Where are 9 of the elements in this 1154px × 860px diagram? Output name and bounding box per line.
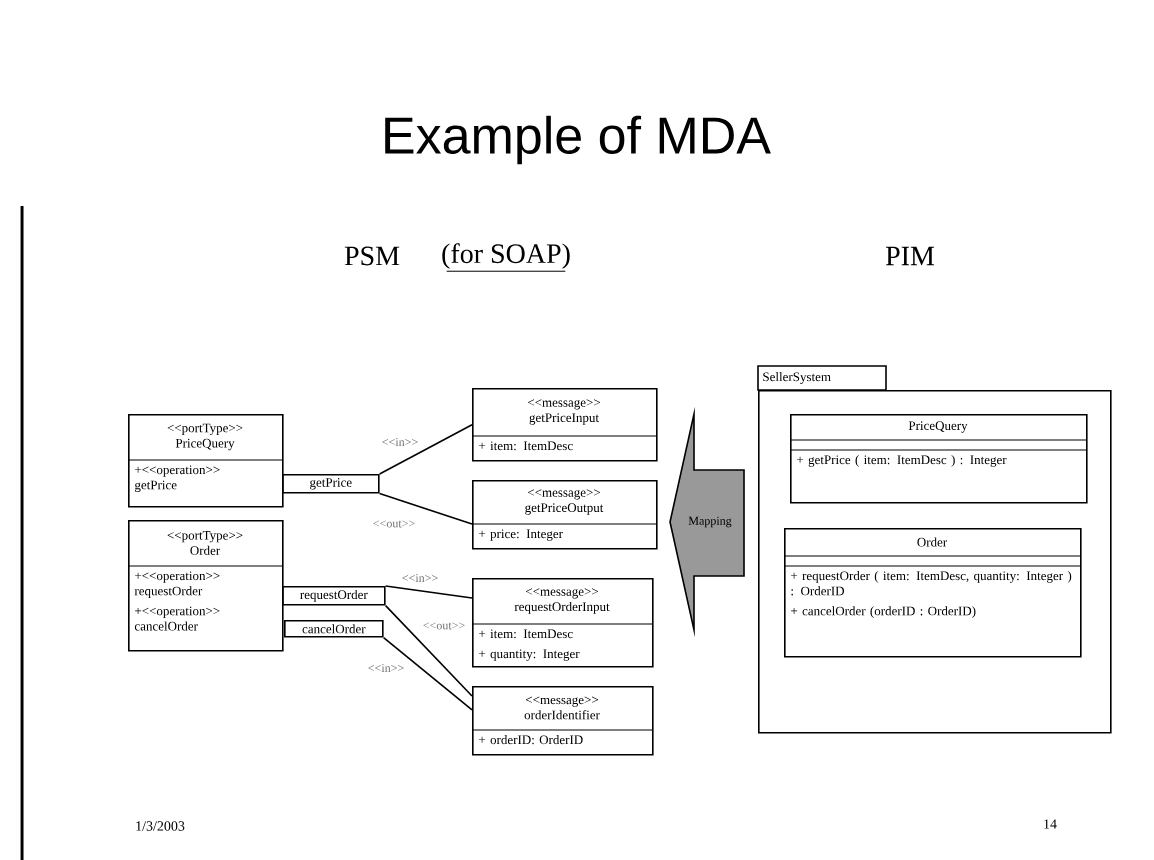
connector-line	[382, 636, 473, 711]
connector-line	[384, 585, 473, 599]
connector-line	[384, 604, 473, 697]
connector-line	[378, 492, 473, 525]
heading: (for SOAP)	[442, 243, 570, 272]
heading: PIM	[885, 246, 935, 266]
heading: PSM	[344, 246, 400, 266]
slide-title: Example of MDA	[385, 115, 771, 165]
connector-line	[378, 424, 473, 475]
